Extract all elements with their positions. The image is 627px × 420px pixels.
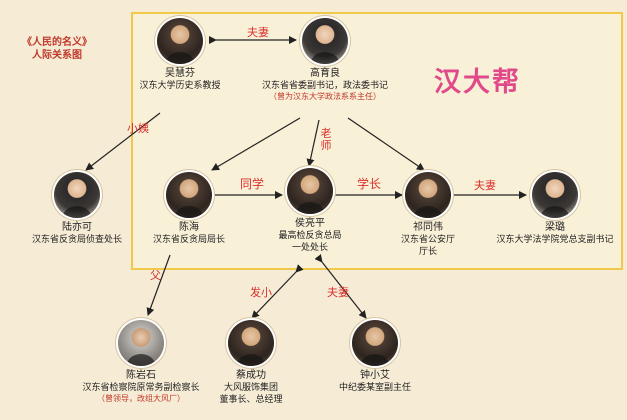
- edge-wu-lu: [85, 112, 161, 171]
- person-role-line-2: 董事长、总经理: [219, 395, 283, 405]
- edge-gao-chenhai: [211, 117, 301, 171]
- person-liang-lu: 梁璐 汉东大学法学院党总支副书记: [486, 172, 624, 246]
- relation-label-gao-hou: 老师: [320, 127, 332, 152]
- relation-label-qi-liang: 夫妻: [474, 179, 496, 192]
- person-role: 大风服饰集团: [223, 383, 278, 393]
- person-name: 吴慧芬: [165, 68, 195, 79]
- person-chen-hai: 陈海 汉东省反贪局局长: [134, 172, 244, 246]
- edge-hou-zhong: [314, 254, 367, 319]
- person-role: 汉东省公安厅: [400, 235, 455, 245]
- person-note: （曾领导，改组大风厂）: [97, 394, 185, 403]
- edge-gao-hou: [306, 119, 320, 167]
- avatar: [157, 18, 203, 64]
- person-role: 汉东省省委副书记，政法委书记: [261, 81, 388, 91]
- person-name: 梁璐: [545, 222, 565, 233]
- edge-gao-qi: [347, 117, 425, 171]
- person-name: 陆亦可: [62, 222, 92, 233]
- person-note: （曾为汉东大学政法系系主任）: [269, 92, 381, 101]
- edge-chenhai-chenyan: [146, 254, 171, 316]
- person-gao-yuliang: 高育良 汉东省省委副书记，政法委书记 （曾为汉东大学政法系系主任）: [250, 18, 400, 102]
- gang-label: 汉大帮: [434, 67, 521, 98]
- person-lu-yike: 陆亦可 汉东省反贪局侦查处长: [22, 172, 132, 246]
- avatar: [405, 172, 451, 218]
- relation-label-hou-qi: 学长: [357, 177, 382, 191]
- han-university-gang-region: [131, 12, 623, 270]
- avatar: [287, 168, 333, 214]
- relation-label-zhong-hou: 夫妻: [327, 286, 349, 299]
- relation-label-cai-hou: 发小: [250, 286, 272, 299]
- person-name: 高育良: [310, 68, 340, 79]
- person-role: 中纪委某室副主任: [338, 383, 411, 393]
- person-role: 汉东大学法学院党总支副书记: [496, 235, 614, 245]
- person-role: 最高检反贪总局: [278, 231, 342, 241]
- avatar: [352, 320, 398, 366]
- person-role: 汉东省检察院原常务副检察长: [82, 383, 200, 393]
- person-role-line-2: 厅长: [418, 247, 437, 257]
- person-role: 汉东大学历史系教授: [139, 81, 221, 91]
- title-line-2: 人际关系图: [32, 50, 82, 61]
- avatar: [532, 172, 578, 218]
- avatar: [54, 172, 100, 218]
- person-name: 陈岩石: [126, 370, 156, 381]
- relation-label-chenhai-hou: 同学: [240, 177, 265, 191]
- person-name: 钟小艾: [360, 370, 390, 381]
- avatar: [228, 320, 274, 366]
- avatar: [118, 320, 164, 366]
- person-wu-huifen: 吴慧芬 汉东大学历史系教授: [125, 18, 235, 92]
- person-chen-yanshi: 陈岩石 汉东省检察院原常务副检察长 （曾领导，改组大风厂）: [72, 320, 210, 404]
- person-hou-liangping: 侯亮平 最高检反贪总局 一处处长: [255, 168, 365, 254]
- person-role: 汉东省反贪局侦查处长: [31, 235, 122, 245]
- person-name: 侯亮平: [295, 218, 325, 229]
- person-name: 蔡成功: [236, 370, 266, 381]
- avatar: [302, 18, 348, 64]
- avatar: [166, 172, 212, 218]
- person-name: 祁同伟: [413, 222, 443, 233]
- person-qi-tongwei: 祁同伟 汉东省公安厅 厅长: [378, 172, 478, 258]
- relation-label-wu-gao: 夫妻: [247, 26, 269, 39]
- title-line-1: 《人民的名义》: [22, 37, 92, 48]
- relation-label-wu-lu: 小姨: [127, 122, 149, 135]
- diagram-title: 《人民的名义》 人际关系图: [12, 36, 102, 62]
- person-zhong-xiaoai: 钟小艾 中纪委某室副主任: [320, 320, 430, 394]
- person-cai-chenggong: 蔡成功 大风服饰集团 董事长、总经理: [196, 320, 306, 406]
- person-name: 陈海: [179, 222, 199, 233]
- relation-label-chenyan-chenhai: 父: [150, 269, 161, 282]
- edge-hou-cai: [251, 264, 304, 319]
- person-role: 汉东省反贪局局长: [152, 235, 225, 245]
- person-role-line-2: 一处处长: [291, 243, 328, 253]
